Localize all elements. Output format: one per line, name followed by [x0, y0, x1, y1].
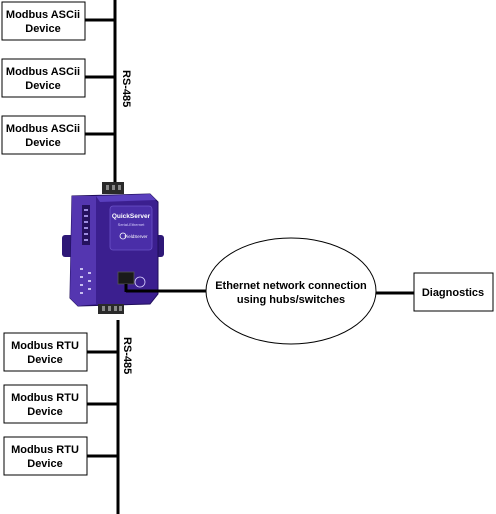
- ascii-device-3-line1: Modbus ASCii: [6, 123, 80, 135]
- rs485-bottom-label: RS-485: [121, 337, 133, 374]
- diagnostics-label: Diagnostics: [422, 287, 484, 299]
- rtu-device-3-line1: Modbus RTU: [11, 444, 79, 456]
- status-leds: [82, 205, 90, 245]
- gateway-label-panel: [109, 205, 153, 251]
- fieldserver-logo-icon: [119, 232, 127, 240]
- rs485-top-label: RS-485: [120, 70, 132, 107]
- rtu-device-3-line2: Device: [27, 458, 62, 470]
- network-line2: using hubs/switches: [237, 294, 345, 306]
- ascii-device-2-line1: Modbus ASCii: [6, 66, 80, 78]
- rtu-device-1-line2: Device: [27, 354, 62, 366]
- ethernet-port: [117, 271, 135, 285]
- ascii-device-2: Modbus ASCii Device: [1, 58, 86, 98]
- ascii-device-2-line2: Device: [25, 80, 60, 92]
- network-line1: Ethernet network connection: [215, 280, 367, 292]
- ascii-device-1: Modbus ASCii Device: [1, 1, 86, 41]
- ascii-device-3-line2: Device: [25, 137, 60, 149]
- quickserver-gateway: QuickServer Serial-Ethernet FieldServer: [62, 182, 164, 314]
- diagnostics-box: Diagnostics: [413, 272, 494, 312]
- gateway-sub-brand: FieldServer: [124, 234, 148, 239]
- rtu-device-3: Modbus RTU Device: [3, 436, 88, 476]
- ascii-device-3: Modbus ASCii Device: [1, 115, 86, 155]
- ethernet-network-cloud: Ethernet network connection using hubs/s…: [205, 237, 377, 345]
- rtu-device-1: Modbus RTU Device: [3, 332, 88, 372]
- lower-indicators: [80, 268, 91, 294]
- rtu-device-2-line2: Device: [27, 406, 62, 418]
- rtu-device-2-line1: Modbus RTU: [11, 392, 79, 404]
- rtu-device-1-line1: Modbus RTU: [11, 340, 79, 352]
- ascii-device-1-line2: Device: [25, 23, 60, 35]
- gateway-brand: QuickServer: [112, 213, 151, 220]
- certification-mark-icon: [134, 276, 146, 288]
- ascii-device-1-line1: Modbus ASCii: [6, 9, 80, 21]
- rtu-device-2: Modbus RTU Device: [3, 384, 88, 424]
- gateway-model: Serial-Ethernet: [118, 222, 146, 227]
